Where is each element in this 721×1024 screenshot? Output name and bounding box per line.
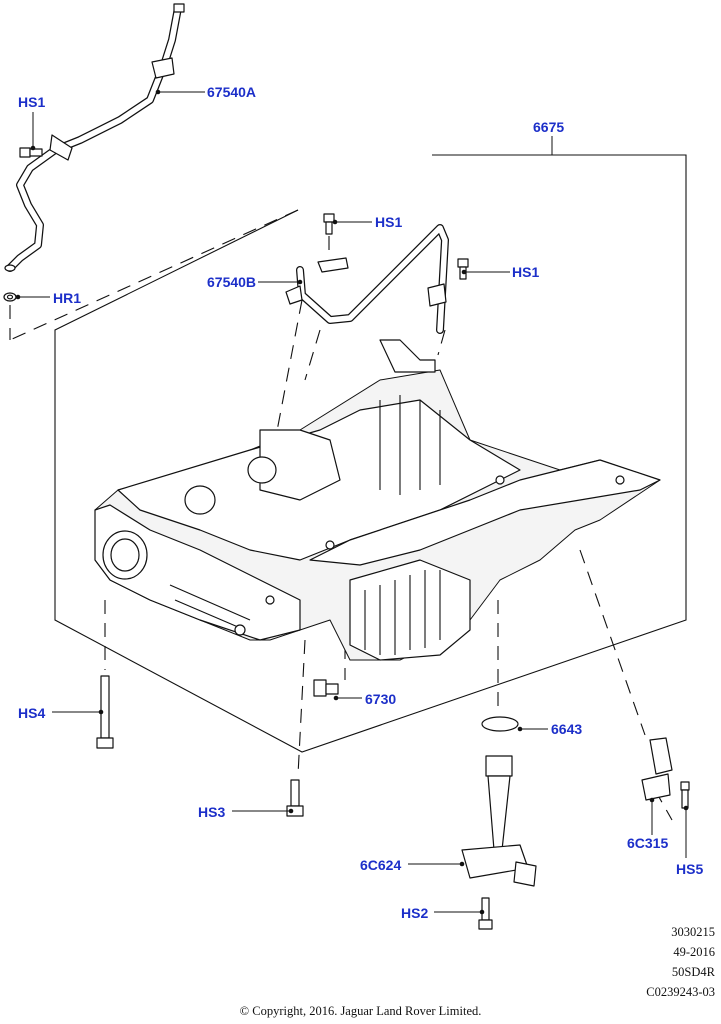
label-HS4: HS4 <box>18 705 45 721</box>
callout-labels: 67540A 6675 HS1 HS1 HS1 HR1 67540B HS4 6… <box>18 84 703 921</box>
oil-pipe-67540B <box>285 224 449 334</box>
bolt-hs1-mid <box>323 213 335 258</box>
label-6730: 6730 <box>365 691 396 707</box>
oil-pan-6675 <box>94 339 661 661</box>
reference-line-2: 49-2016 <box>673 945 715 959</box>
bolt-hs1-right <box>457 258 469 280</box>
assembly-outline <box>9 154 687 753</box>
leaders <box>15 89 689 915</box>
label-6675: 6675 <box>533 119 564 135</box>
label-HS1-left: HS1 <box>18 94 45 110</box>
oring-6643 <box>481 716 519 732</box>
seal-hr1 <box>3 292 17 340</box>
reference-line-4: C0239243-03 <box>646 985 715 999</box>
label-67540B: 67540B <box>207 274 256 290</box>
bolt-hs1-left <box>19 147 43 158</box>
label-HR1: HR1 <box>53 290 81 306</box>
oil-level-sensor-6C624 <box>461 755 537 887</box>
label-HS2: HS2 <box>401 905 428 921</box>
bolt-hs2 <box>478 897 493 930</box>
label-HS1-mid: HS1 <box>375 214 402 230</box>
reference-block: 3030215 49-2016 50SD4R C0239243-03 <box>646 922 715 1002</box>
copyright-text: © Copyright, 2016. Jaguar Land Rover Lim… <box>239 1004 482 1018</box>
label-6643: 6643 <box>551 721 582 737</box>
reference-line-1: 3030215 <box>671 925 715 939</box>
reference-line-3: 50SD4R <box>671 965 715 979</box>
label-HS1-right: HS1 <box>512 264 539 280</box>
label-67540A: 67540A <box>207 84 256 100</box>
bolt-hs4 <box>96 675 114 749</box>
bolt-hs5 <box>680 781 690 809</box>
sensor-6C315 <box>641 737 673 801</box>
oil-pipe-67540A <box>4 3 185 272</box>
label-6C624: 6C624 <box>360 857 401 873</box>
label-HS5: HS5 <box>676 861 703 877</box>
label-6C315: 6C315 <box>627 835 668 851</box>
label-HS3: HS3 <box>198 804 225 820</box>
drain-plug-6730 <box>313 679 339 697</box>
